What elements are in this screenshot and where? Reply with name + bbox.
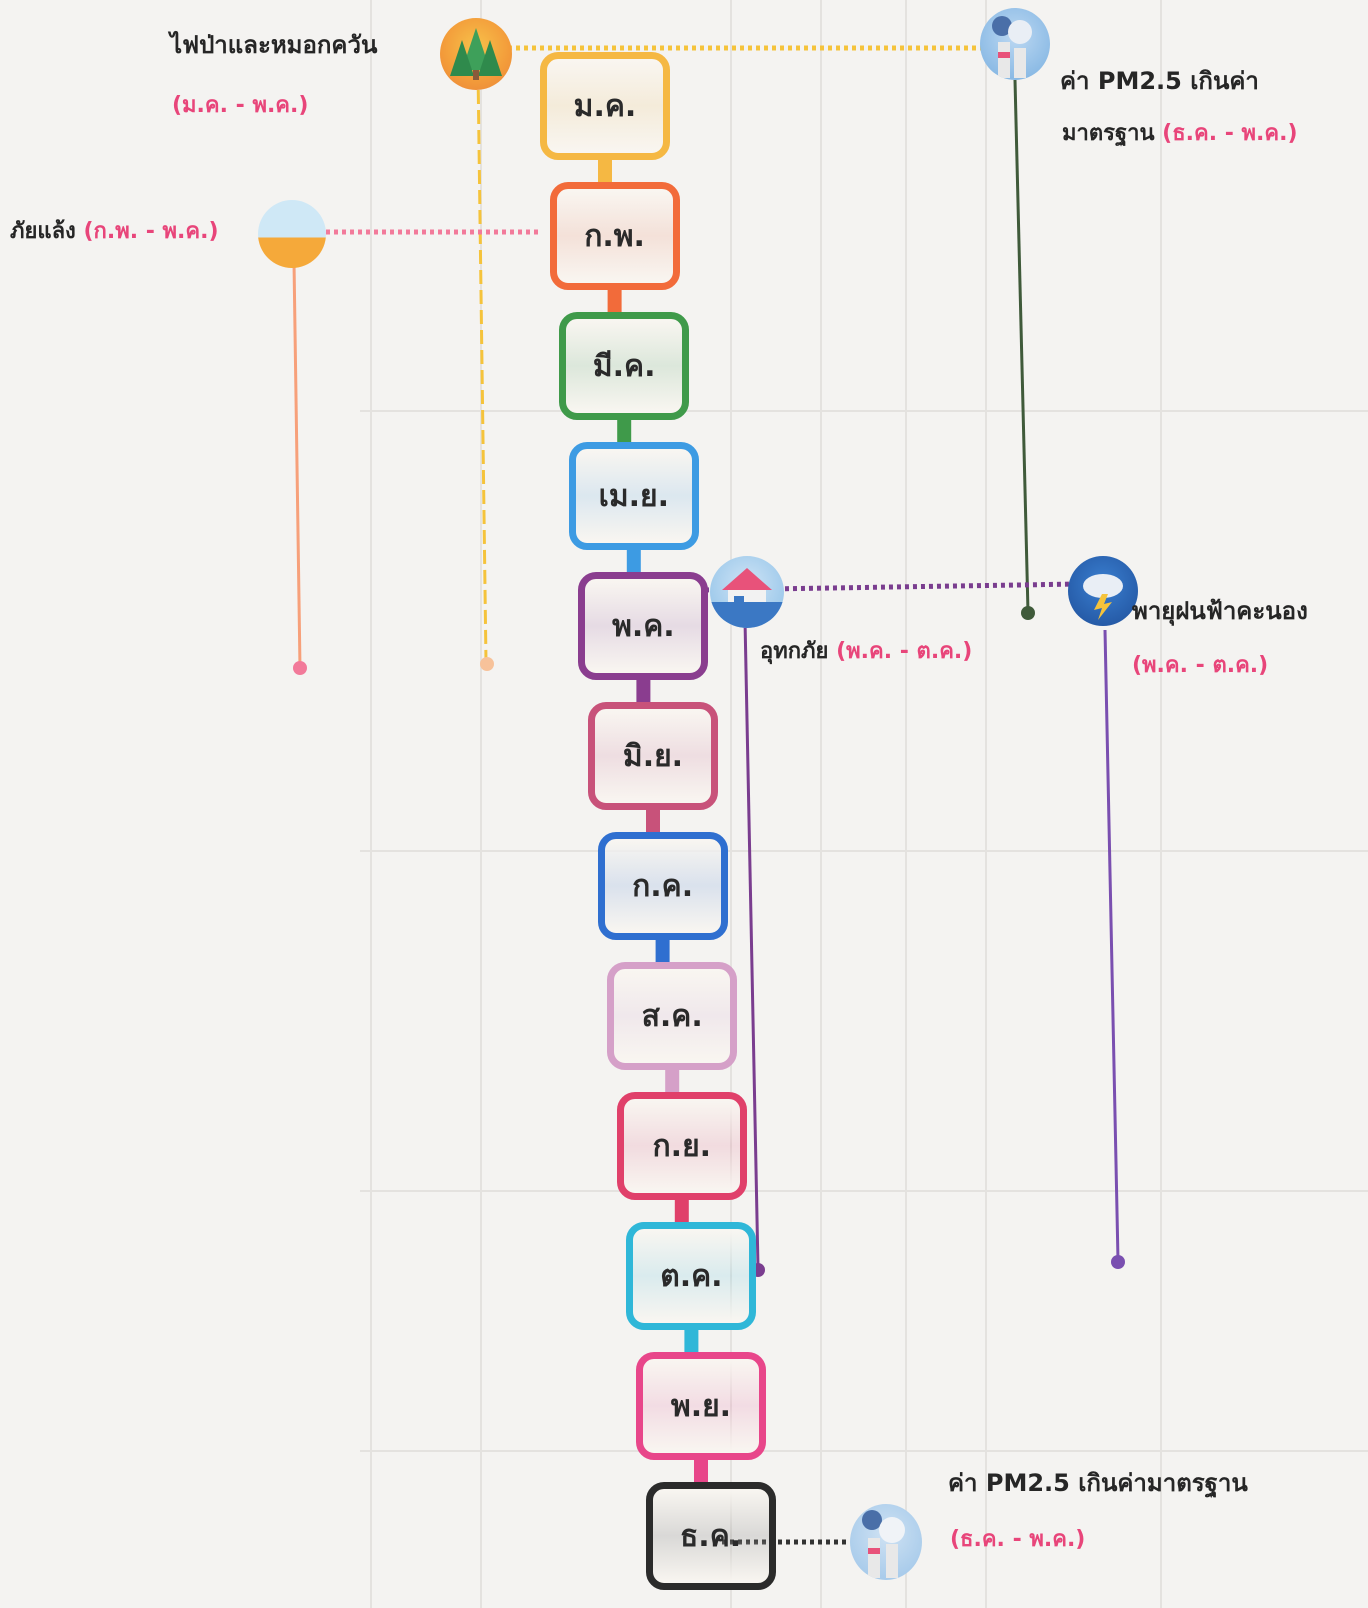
month-connector-2 [607,286,622,314]
flood-house-icon [710,556,784,628]
month-box-9: ก.ย. [616,1092,747,1200]
month-connector-1 [598,156,612,184]
month-connector-7 [655,936,670,964]
background-table [360,0,1368,1608]
storm-label: พายุฝนฟ้าคะนอง [1132,597,1308,625]
month-box-5: พ.ค. [578,572,709,680]
storm-range: (พ.ค. - ต.ค.) [1132,653,1269,678]
pm25-bottom-range: (ธ.ค. - พ.ค.) [950,1527,1086,1552]
pm25-top-name2: มาตรฐาน [1062,121,1155,146]
month-box-6: มิ.ย. [588,702,718,810]
month-connector-8 [665,1066,680,1094]
pm25-top-range: (ธ.ค. - พ.ค.) [1162,121,1298,146]
drought-name: ภัยแล้ง [10,219,76,244]
month-connector-11 [694,1456,708,1484]
month-connector-3 [617,416,632,444]
month-connector-6 [646,806,660,834]
drought-icon [258,200,326,268]
month-connector-9 [674,1196,689,1224]
factory-smoke-icon [980,8,1050,80]
month-box-10: ต.ค. [626,1222,757,1330]
month-box-1: ม.ค. [540,52,670,160]
pm25-top-label-2: มาตรฐาน (ธ.ค. - พ.ค.) [1062,120,1298,149]
pm25-bottom-label: ค่า PM2.5 เกินค่ามาตรฐาน [948,1469,1248,1497]
month-box-4: เม.ย. [568,442,699,550]
pm25-top-label-1: ค่า PM2.5 เกินค่า [1060,67,1259,95]
flood-name: อุทกภัย [760,639,829,664]
month-box-12: ธ.ค. [645,1482,776,1590]
flood-range: (พ.ค. - ต.ค.) [836,639,973,664]
fire-range: (ม.ค. - พ.ค.) [172,93,309,118]
month-box-2: ก.พ. [549,182,680,290]
flood-label: อุทกภัย (พ.ค. - ต.ค.) [760,638,972,667]
month-connector-5 [636,676,651,704]
storm-cloud-icon [1068,556,1138,626]
month-box-7: ก.ค. [597,832,728,940]
month-box-3: มี.ค. [559,312,690,420]
month-connector-4 [626,546,641,574]
forest-fire-icon [440,18,512,90]
factory-smoke-icon-bottom [850,1504,922,1580]
fire-label: ไฟป่าและหมอกควัน [170,31,378,59]
month-connector-10 [684,1326,699,1354]
drought-label: ภัยแล้ง (ก.พ. - พ.ค.) [10,218,219,247]
month-box-8: ส.ค. [607,962,738,1070]
drought-range: (ก.พ. - พ.ค.) [83,219,219,244]
month-box-11: พ.ย. [636,1352,766,1460]
